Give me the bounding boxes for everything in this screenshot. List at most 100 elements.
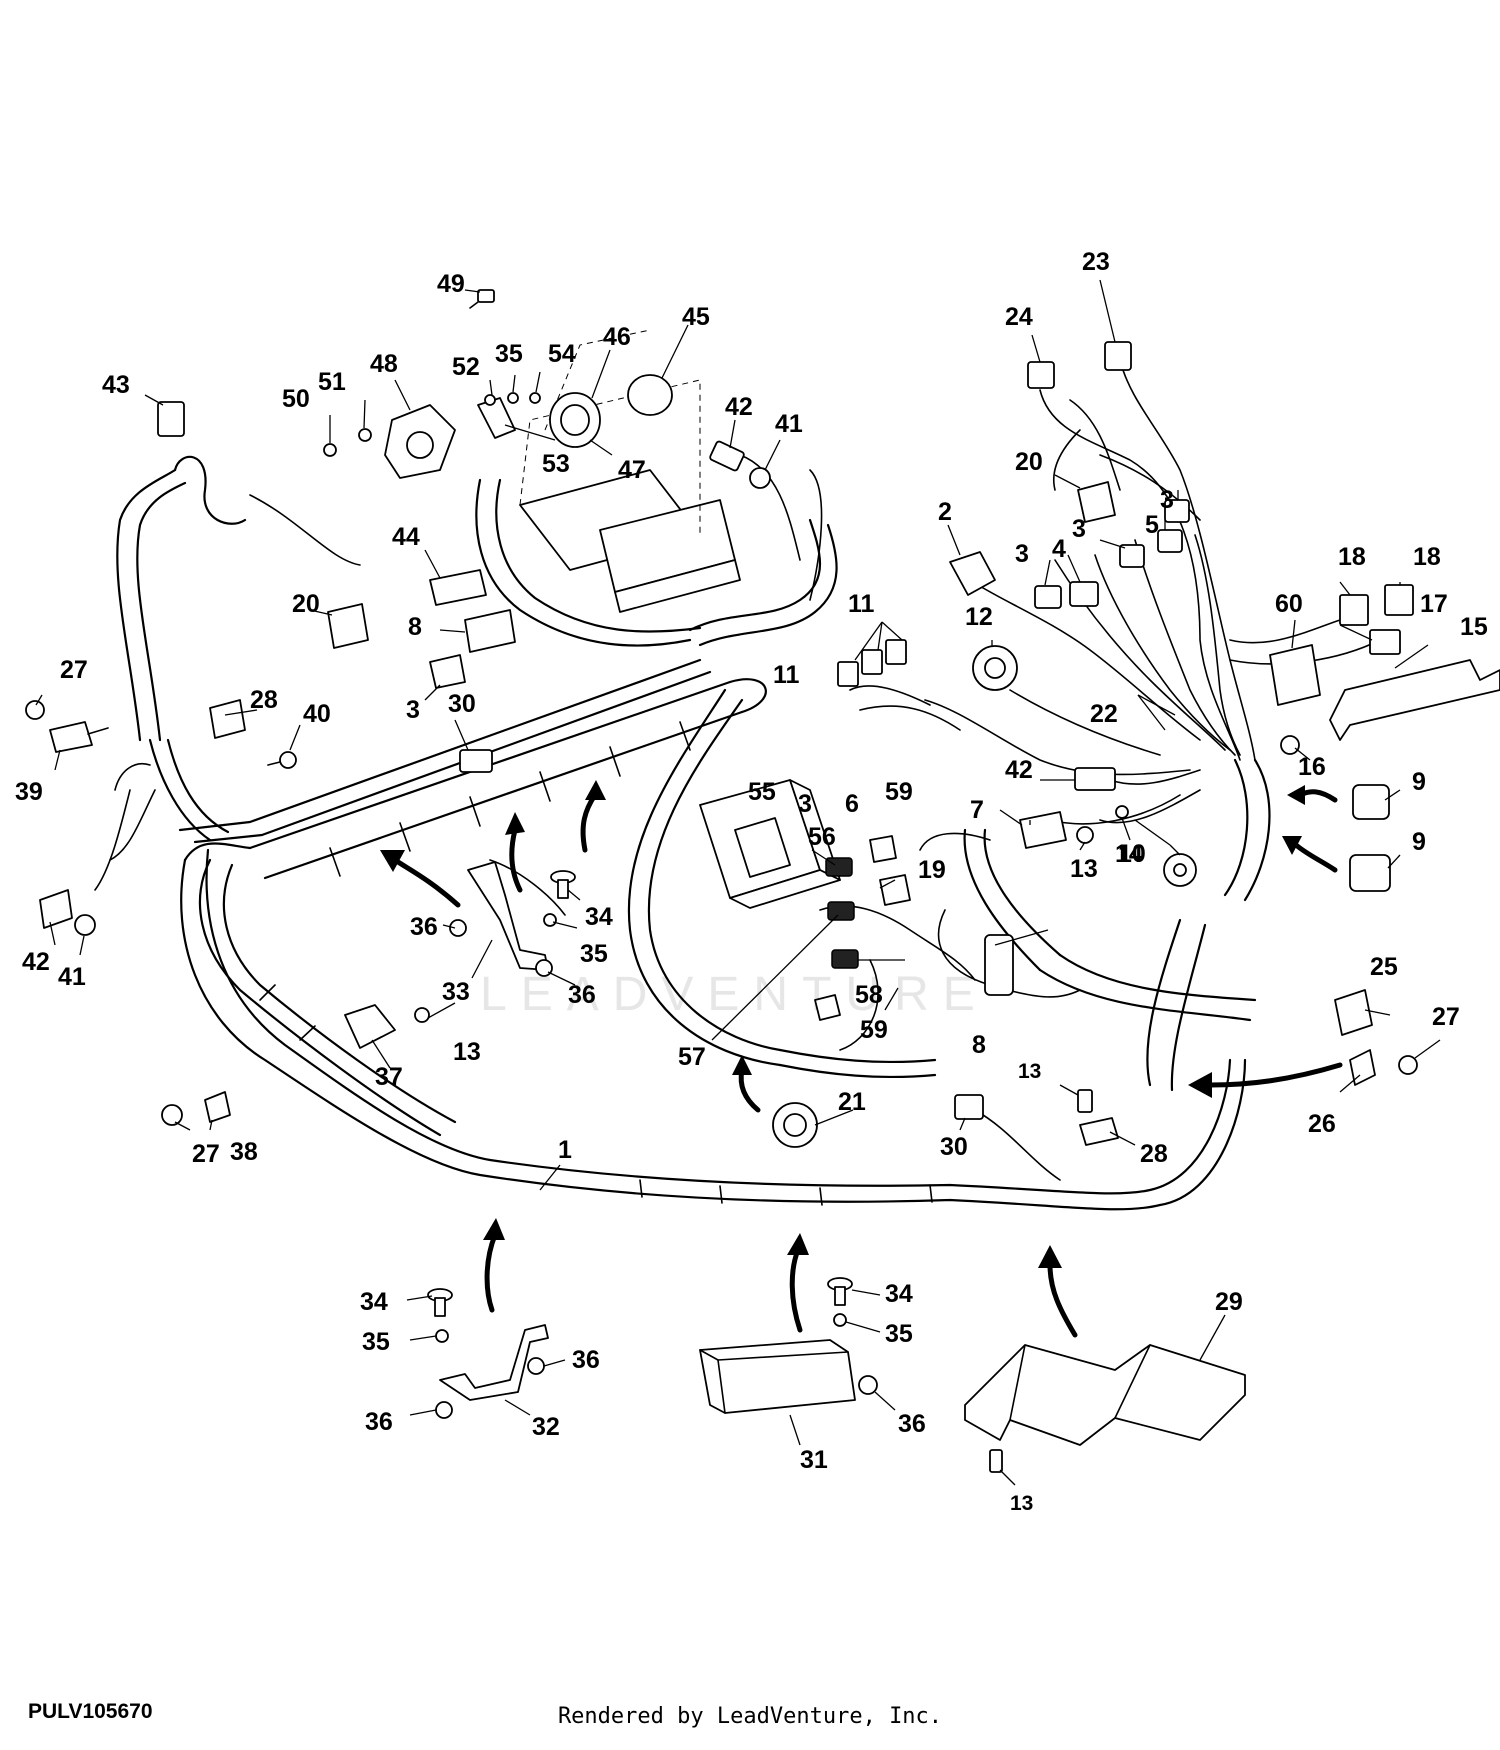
callout-20: 20 [1015,448,1043,476]
diagram-code: PULV105670 [28,1700,153,1723]
wire-branches [94,359,1381,1181]
callout-21: 21 [838,1088,866,1116]
main-wiring-harness [116,455,1271,1211]
callout-51: 51 [318,368,346,396]
callout-30: 30 [940,1133,968,1161]
callout-57: 57 [678,1043,706,1071]
callout-30: 30 [448,690,476,718]
callout-28: 28 [250,686,278,714]
callout-22: 22 [1090,700,1118,728]
callout-32: 32 [532,1413,560,1441]
callout-36: 36 [410,913,438,941]
callout-20: 20 [292,590,320,618]
callout-26: 26 [1308,1110,1336,1138]
callout-35: 35 [885,1320,913,1348]
callout-58: 58 [855,981,883,1009]
callout-59: 59 [860,1016,888,1044]
callout-41: 41 [775,410,803,438]
callout-59: 59 [885,778,913,806]
callout-14: 14 [1115,840,1143,868]
callout-4: 4 [1052,535,1066,563]
harness-tape-bands [259,721,933,1206]
callout-1: 1 [558,1136,572,1164]
callout-7: 7 [970,796,984,824]
top-small-parts [25,289,771,936]
callout-9: 9 [1412,768,1426,796]
callout-40: 40 [303,700,331,728]
callout-13: 13 [1070,855,1098,883]
callout-46: 46 [603,323,631,351]
callout-8: 8 [408,613,422,641]
callout-54: 54 [548,340,576,368]
callout-37: 37 [375,1063,403,1091]
callout-15: 15 [1460,613,1488,641]
callout-19: 19 [918,856,946,884]
callout-41: 41 [58,963,86,991]
callout-2: 2 [938,498,952,526]
callout-3: 3 [1160,486,1174,514]
controller-unit [699,779,841,909]
callout-28: 28 [1140,1140,1168,1168]
callout-34: 34 [585,903,613,931]
callout-56: 56 [808,823,836,851]
callout-34: 34 [885,1280,913,1308]
callout-3: 3 [1015,540,1029,568]
callout-47: 47 [618,456,646,484]
callout-23: 23 [1082,248,1110,276]
callout-36: 36 [365,1408,393,1436]
callout-35: 35 [580,940,608,968]
callout-labels: 1 2 3 3 3 3 3 4 5 6 7 8 8 9 9 10 11 11 1… [15,248,1488,1515]
callout-36: 36 [568,981,596,1009]
assembly-arrows [380,780,1343,1338]
callout-18: 18 [1413,543,1441,571]
right-side-parts [772,341,1500,1148]
callout-55: 55 [748,778,776,806]
callout-11: 11 [773,661,800,689]
callout-3: 3 [406,696,420,724]
fuse-box-assembly [519,329,741,613]
callout-13: 13 [1010,1492,1033,1515]
callout-27: 27 [192,1140,220,1168]
callout-39: 39 [15,778,43,806]
ecu-connectors [814,835,911,1021]
callout-27: 27 [1432,1003,1460,1031]
callout-10: 10 [1118,840,1146,868]
callout-42: 42 [725,393,753,421]
callout-5: 5 [1145,511,1159,539]
callout-3: 3 [1072,515,1086,543]
callout-45: 45 [682,303,710,331]
callout-6: 6 [845,790,859,818]
callout-16: 16 [1298,753,1326,781]
callout-35: 35 [495,340,523,368]
callout-42: 42 [1005,756,1033,784]
callout-8: 8 [972,1031,986,1059]
callout-12: 12 [965,603,993,631]
callout-27: 27 [60,656,88,684]
leader-lines [35,279,1441,1486]
callout-18: 18 [1338,543,1366,571]
callout-60: 60 [1275,590,1303,618]
callout-44: 44 [392,523,420,551]
callout-31: 31 [800,1446,828,1474]
callout-42: 42 [22,948,50,976]
callout-35: 35 [362,1328,390,1356]
callout-13: 13 [1018,1060,1041,1083]
callout-36: 36 [898,1410,926,1438]
callout-53: 53 [542,450,570,478]
callout-34: 34 [360,1288,388,1316]
callout-36: 36 [572,1346,600,1374]
lower-brackets [161,861,1246,1473]
callout-38: 38 [230,1138,258,1166]
callout-29: 29 [1215,1288,1243,1316]
callout-48: 48 [370,350,398,378]
callout-3: 3 [798,790,812,818]
callout-9: 9 [1412,828,1426,856]
callout-11: 11 [848,590,875,618]
callout-33: 33 [442,978,470,1006]
callout-50: 50 [282,385,310,413]
callout-13: 13 [453,1038,481,1066]
callout-43: 43 [102,371,130,399]
callout-52: 52 [452,353,480,381]
callout-25: 25 [1370,953,1398,981]
